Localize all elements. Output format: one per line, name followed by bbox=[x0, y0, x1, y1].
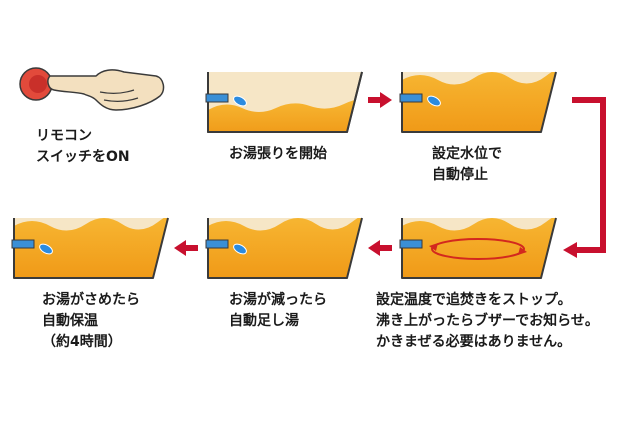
caption-auto-keep-warm: お湯がさめたら 自動保温 （約4時間） bbox=[42, 292, 140, 350]
caption-set-level-stop: 設定水位で 自動停止 bbox=[432, 146, 502, 183]
bathtub-fill-start bbox=[205, 71, 363, 133]
caption-remote-switch-on: リモコン スイッチをON bbox=[36, 128, 130, 165]
bathtub-reheat-stop bbox=[399, 217, 557, 279]
arrow-level-to-reheat bbox=[563, 97, 606, 258]
bathtub-auto-keep-warm bbox=[11, 217, 169, 279]
arrow-fill-to-level bbox=[368, 92, 392, 108]
hand-icon bbox=[47, 69, 165, 111]
caption-fill-start: お湯張りを開始 bbox=[229, 146, 327, 162]
bathtub-auto-refill bbox=[205, 217, 363, 279]
caption-auto-refill: お湯が減ったら 自動足し湯 bbox=[229, 292, 327, 329]
circulation-swirl-icon bbox=[429, 238, 527, 260]
remote-button-hand-icon bbox=[19, 67, 165, 111]
arrow-reheat-to-refill bbox=[368, 240, 392, 256]
bathtub-set-level bbox=[399, 71, 557, 133]
arrow-refill-to-keep-warm bbox=[174, 240, 198, 256]
caption-temperature-stop: 設定温度で追焚きをストップ。 沸き上がったらブザーでお知らせ。 かきまぜる必要は… bbox=[376, 292, 599, 350]
